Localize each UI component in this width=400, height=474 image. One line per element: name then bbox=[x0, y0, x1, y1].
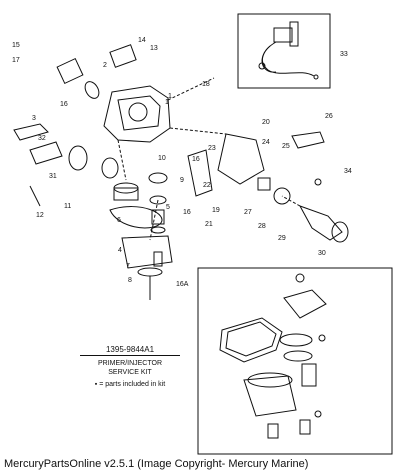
callout-16: 16 bbox=[192, 156, 200, 163]
callout-20: 20 bbox=[262, 119, 270, 126]
throttle-linkage-drawing bbox=[13, 123, 119, 207]
callout-22: 22 bbox=[203, 182, 211, 189]
callout-19: 19 bbox=[212, 207, 220, 214]
callout-15: 15 bbox=[12, 42, 20, 49]
callout-17: 17 bbox=[12, 57, 20, 64]
callout-28: 28 bbox=[258, 223, 266, 230]
callout-11: 11 bbox=[64, 203, 71, 210]
callout-labels: 112345678910111213141516161616A171819202… bbox=[12, 37, 352, 288]
callout-12: 12 bbox=[36, 212, 44, 219]
callout-16: 16 bbox=[183, 209, 191, 216]
float-bowl-drawing bbox=[109, 182, 173, 300]
callout-1: 1 bbox=[168, 93, 172, 100]
copyright-footer: MercuryPartsOnline v2.5.1 (Image Copyrig… bbox=[4, 458, 309, 470]
callout-3: 3 bbox=[32, 115, 36, 122]
callout-16: 16 bbox=[60, 101, 68, 108]
callout-27: 27 bbox=[244, 209, 252, 216]
callout-21: 21 bbox=[205, 221, 213, 228]
kit-caption: 1395-9844A1 PRIMER/INJECTOR SERVICE KIT … bbox=[70, 345, 190, 389]
callout-26: 26 bbox=[325, 113, 333, 120]
callout-4: 4 bbox=[118, 247, 122, 254]
callout-18: 18 bbox=[202, 81, 210, 88]
kit-title-line2: SERVICE KIT bbox=[108, 369, 152, 376]
callout-7: 7 bbox=[126, 263, 130, 270]
callout-13: 13 bbox=[150, 45, 158, 52]
assembly-leaders bbox=[117, 77, 301, 241]
callout-33: 33 bbox=[340, 51, 348, 58]
callout-6: 6 bbox=[117, 217, 121, 224]
callout-5: 5 bbox=[166, 204, 170, 211]
callout-29: 29 bbox=[278, 235, 286, 242]
callout-30: 30 bbox=[318, 250, 326, 257]
callout-1: 1 bbox=[165, 99, 169, 106]
kit-legend-note: ▪ = parts included in kit bbox=[94, 381, 166, 388]
callout-10: 10 bbox=[158, 155, 166, 162]
callout-34: 34 bbox=[344, 168, 352, 175]
kit-part-number: 1395-9844A1 bbox=[80, 345, 180, 356]
callout-8: 8 bbox=[128, 277, 132, 284]
callout-16a: 16A bbox=[176, 281, 189, 288]
primer-solenoid-drawing bbox=[258, 21, 319, 80]
callout-24: 24 bbox=[262, 139, 270, 146]
callout-9: 9 bbox=[180, 177, 184, 184]
inset-box bbox=[237, 13, 331, 89]
callout-14: 14 bbox=[138, 37, 146, 44]
callout-32: 32 bbox=[38, 135, 46, 142]
kit-title-line1: PRIMER/INJECTOR bbox=[97, 360, 163, 367]
carburetor-body-drawing bbox=[56, 44, 171, 143]
choke-and-primer-parts-drawing bbox=[187, 131, 349, 243]
kit-parts-drawing bbox=[219, 273, 327, 439]
callout-2: 2 bbox=[103, 62, 107, 69]
needle-valve-stack-drawing bbox=[148, 172, 168, 234]
kit-box bbox=[197, 267, 393, 455]
callout-31: 31 bbox=[49, 173, 57, 180]
callout-25: 25 bbox=[282, 143, 290, 150]
callout-23: 23 bbox=[208, 145, 216, 152]
